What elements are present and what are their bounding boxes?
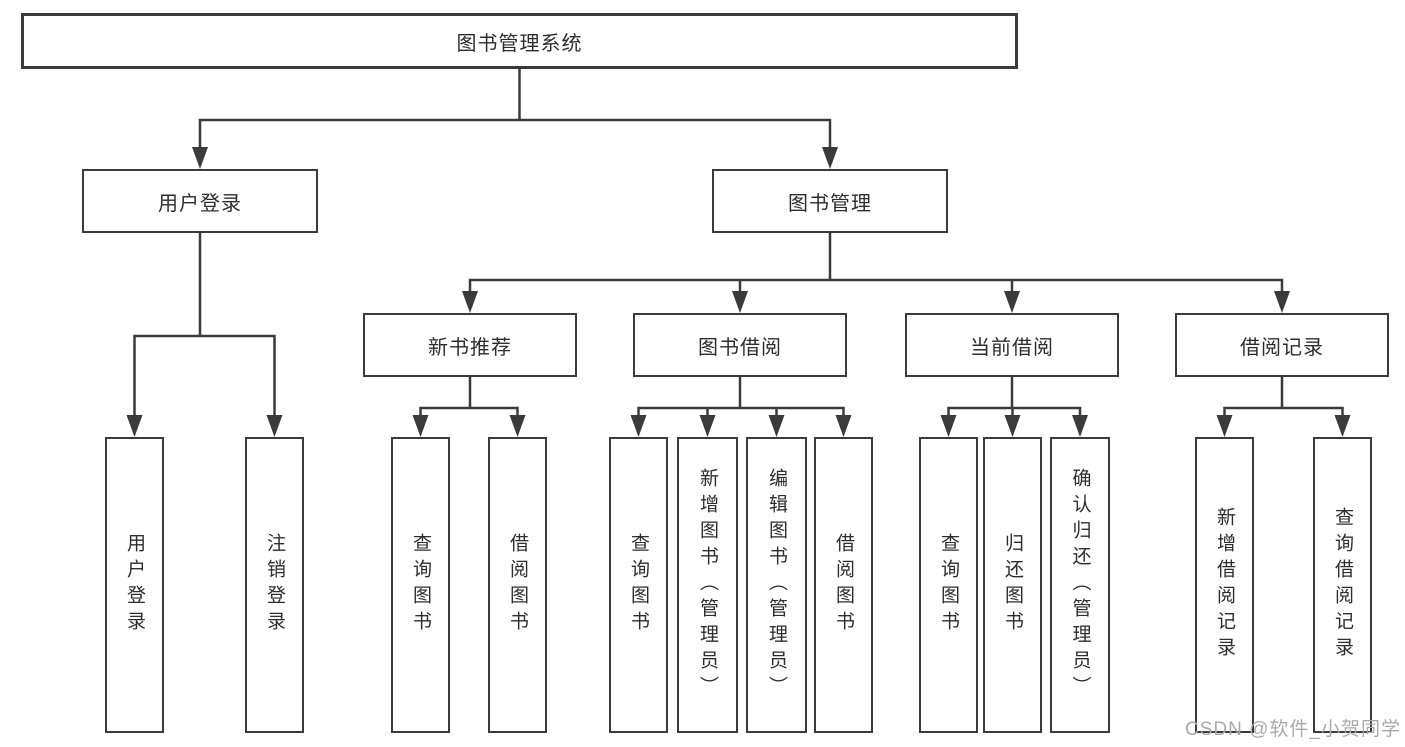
node-label: 新增图书（管理员） [697,468,718,702]
leaf-query-books-recommend: 查询图书 [391,437,450,733]
leaf-query-borrow-record: 查询借阅记录 [1313,437,1372,733]
arrowhead [940,415,957,437]
node-label: 新书推荐 [428,336,512,359]
node-new-book-recommend: 新书推荐 [363,313,577,377]
node-label: 借阅图书 [833,533,854,637]
arrowhead [1004,415,1021,437]
leaf-logout: 注销登录 [245,437,304,733]
arrowhead [1274,291,1290,313]
node-label: 注销登录 [264,533,285,637]
node-label: 编辑图书（管理员） [766,468,787,702]
connector-borrowing-to-leaves [630,375,852,437]
node-label: 用户登录 [158,192,242,215]
arrowhead [192,147,208,169]
connector-bookmgmt-to-level3 [462,231,1290,313]
leaf-add-books-admin: 新增图书（管理员） [677,437,738,733]
csdn-watermark: CSDN @软件_小贺同学 [1185,719,1401,740]
node-label: 查询图书 [938,533,959,637]
node-label: 借阅记录 [1240,336,1324,359]
arrowhead [509,415,526,437]
node-label: 查询借阅记录 [1332,507,1353,663]
arrowhead [1072,415,1088,437]
leaf-return-books: 归还图书 [983,437,1042,733]
arrowhead [768,415,785,437]
leaf-user-login: 用户登录 [105,437,164,733]
arrowhead [1216,415,1233,437]
arrowhead [412,415,429,437]
node-label: 借阅图书 [507,533,528,637]
arrowhead [732,291,748,313]
leaf-add-borrow-record: 新增借阅记录 [1195,437,1254,733]
node-label: 用户登录 [124,533,145,637]
node-label: 图书借阅 [698,336,782,359]
node-label: 查询图书 [410,533,431,637]
connector-newbook-to-leaves [412,375,526,437]
connector-current-to-leaves [940,375,1088,437]
leaf-edit-books-admin: 编辑图书（管理员） [746,437,807,733]
arrowhead [1334,415,1351,437]
node-user-login: 用户登录 [82,169,318,233]
arrowhead [835,415,852,437]
arrowhead [822,147,838,169]
node-book-management: 图书管理 [712,169,948,233]
leaf-query-books-current: 查询图书 [919,437,978,733]
node-book-borrowing: 图书借阅 [633,313,847,377]
node-label: 图书管理 [788,192,872,215]
node-root-library-system: 图书管理系统 [21,13,1018,69]
node-label: 当前借阅 [970,336,1054,359]
arrowhead [462,291,478,313]
node-label: 图书管理系统 [456,32,583,55]
arrowhead [1004,291,1020,313]
node-label: 归还图书 [1002,533,1023,637]
leaf-confirm-return-admin: 确认归还（管理员） [1050,437,1110,733]
arrowhead [266,415,283,437]
node-label: 查询图书 [628,533,649,637]
arrowhead [699,415,716,437]
node-current-borrowing: 当前借阅 [905,313,1119,377]
connector-records-to-leaves [1216,375,1351,437]
leaf-borrow-books-borrowing: 借阅图书 [814,437,873,733]
node-borrowing-records: 借阅记录 [1175,313,1389,377]
leaf-borrow-books-recommend: 借阅图书 [488,437,547,733]
connector-userlogin-to-leaves [126,231,283,437]
connector-root-to-level2 [192,67,838,169]
node-label: 确认归还（管理员） [1069,468,1091,702]
arrowhead [630,415,647,437]
node-label: 新增借阅记录 [1214,507,1235,663]
arrowhead [126,415,143,437]
leaf-query-books-borrowing: 查询图书 [609,437,668,733]
